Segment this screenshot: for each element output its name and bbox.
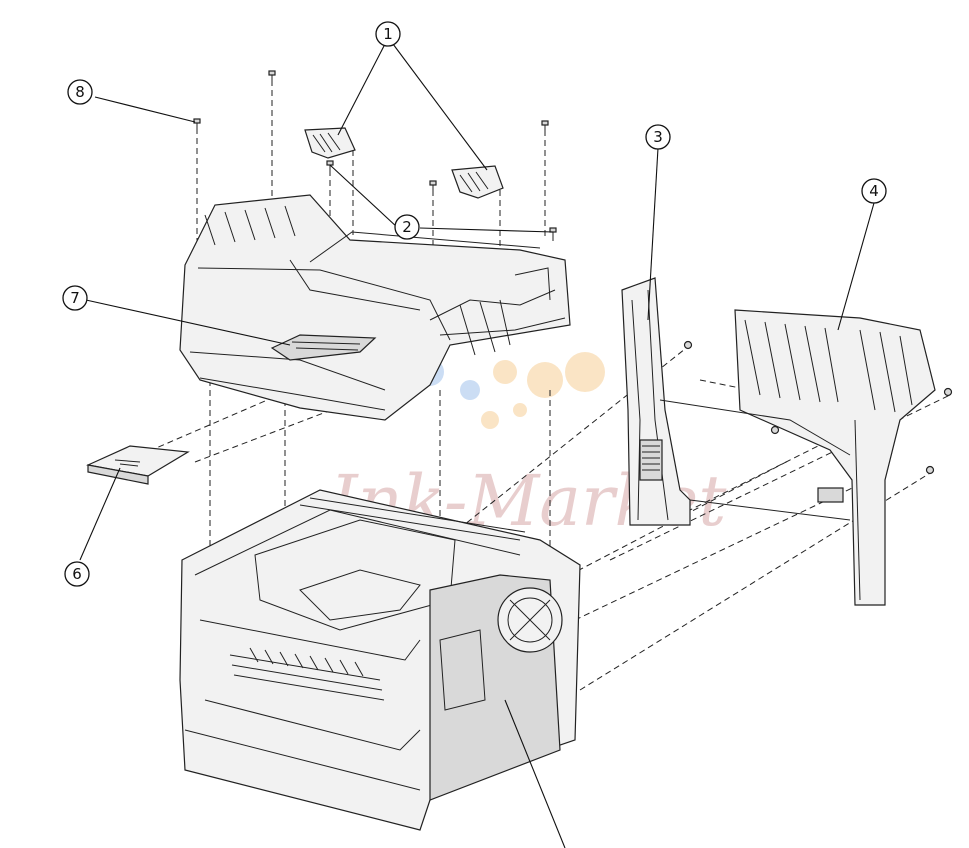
tray-extension xyxy=(86,445,190,485)
paper-stopper xyxy=(270,334,377,361)
callout-6: 6 xyxy=(64,561,90,587)
screw-icon xyxy=(193,118,201,132)
screw-icon xyxy=(770,425,780,435)
svg-text:8: 8 xyxy=(75,83,85,101)
callout-2: 2 xyxy=(394,214,420,240)
svg-text:3: 3 xyxy=(653,128,663,146)
rear-cover xyxy=(659,309,936,606)
hinge-cover-left xyxy=(304,127,356,159)
svg-text:1: 1 xyxy=(383,25,393,43)
svg-text:6: 6 xyxy=(72,565,82,583)
svg-text:7: 7 xyxy=(70,289,80,307)
screw-icon xyxy=(943,387,953,397)
top-cover xyxy=(179,194,571,421)
callout-3: 3 xyxy=(645,124,671,150)
hinge-cover-right xyxy=(451,165,504,199)
callout-8: 8 xyxy=(67,79,93,105)
svg-text:2: 2 xyxy=(402,218,412,236)
screw-icon xyxy=(429,180,437,194)
svg-text:4: 4 xyxy=(869,182,879,200)
leader-lines xyxy=(79,43,875,848)
callout-4: 4 xyxy=(861,178,887,204)
screw-icon xyxy=(268,70,276,84)
screw-icon xyxy=(683,340,693,350)
callout-1: 1 xyxy=(375,21,401,47)
screw-icon xyxy=(541,120,549,134)
side-cover-left xyxy=(621,277,691,526)
screw-icon xyxy=(925,465,935,475)
callout-7: 7 xyxy=(62,285,88,311)
screw-icon xyxy=(549,227,557,241)
printer-chassis xyxy=(179,489,581,831)
